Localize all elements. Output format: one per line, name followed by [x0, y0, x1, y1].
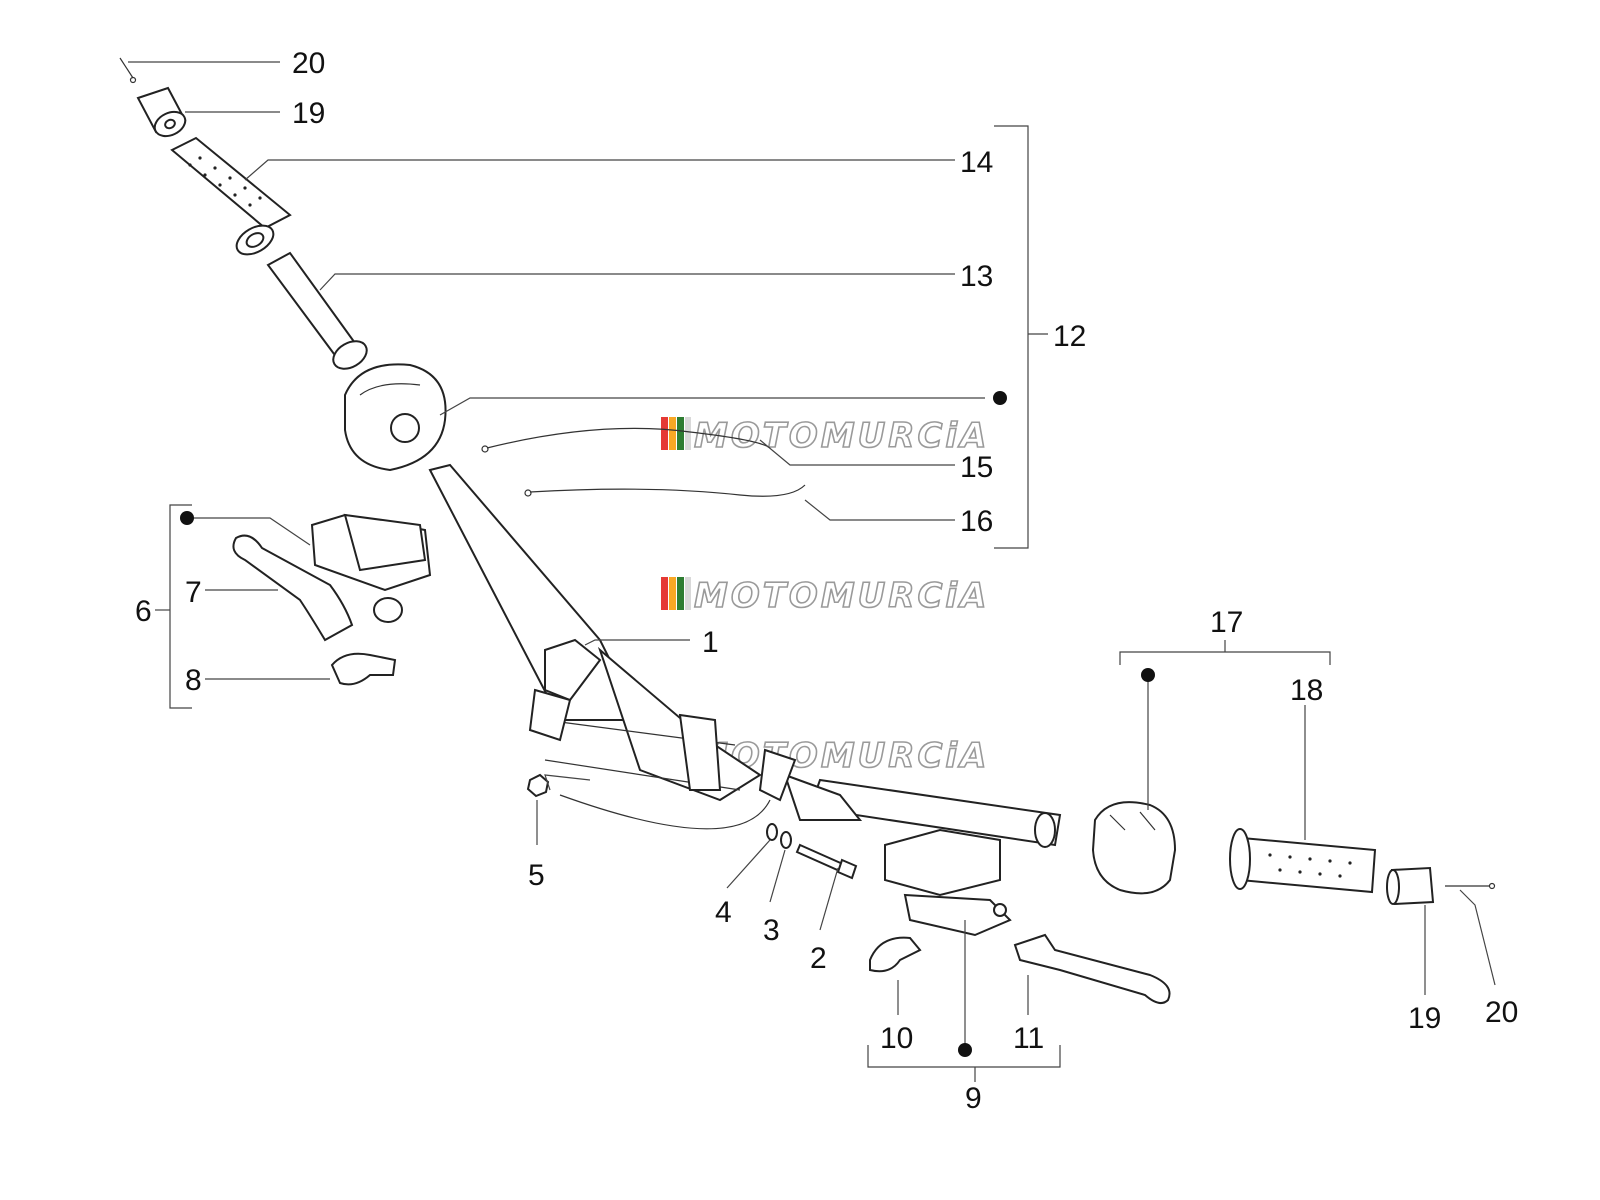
washer-4 [766, 823, 778, 841]
callout-4: 4 [715, 896, 732, 929]
left-u-clamp [330, 652, 397, 686]
callout-20-right: 20 [1485, 996, 1518, 1029]
left-brake-master-cylinder [310, 513, 432, 623]
svg-text:MOTOMURCiA: MOTOMURCiA [694, 576, 989, 616]
callout-9: 9 [965, 1082, 982, 1115]
right-bar-end-screw [1445, 882, 1496, 890]
callout-1: 1 [702, 626, 719, 659]
right-switch-housing [1091, 801, 1177, 895]
callout-7: 7 [185, 576, 202, 609]
washer-3 [780, 831, 792, 849]
callout-17: 17 [1210, 606, 1243, 639]
watermark-2: MOTOMURCiA [661, 575, 989, 617]
handlebar-tube [428, 463, 1062, 848]
left-bar-end-weight [136, 86, 187, 138]
throttle-housing [344, 363, 447, 472]
callout-16: 16 [960, 505, 993, 538]
callout-6: 6 [135, 595, 152, 628]
left-grip-inner-tube [266, 251, 368, 370]
throttle-cables [481, 427, 806, 497]
bullet-markers [180, 391, 1155, 1057]
watermark-1: MOTOMURCiA [661, 415, 989, 457]
callout-10: 10 [880, 1022, 913, 1055]
callout-19-right: 19 [1408, 1002, 1441, 1035]
nut-5 [526, 773, 550, 798]
right-brake-master-cylinder [884, 828, 1012, 937]
callout-12: 12 [1053, 320, 1086, 353]
left-bar-end-screw [119, 57, 137, 84]
callout-11: 11 [1013, 1022, 1044, 1055]
right-brake-lever [1013, 933, 1171, 1005]
leader-lines [128, 61, 1496, 1082]
callout-5: 5 [528, 859, 545, 892]
left-brake-lever [232, 534, 354, 642]
right-u-clamp [869, 936, 922, 973]
bolt [795, 843, 858, 880]
callout-15: 15 [960, 451, 993, 484]
callout-13: 13 [960, 260, 993, 293]
left-grip [170, 136, 292, 256]
callout-14: 14 [960, 146, 993, 179]
callout-18: 18 [1290, 674, 1323, 707]
callout-2: 2 [810, 942, 827, 975]
right-bar-end-weight [1386, 866, 1435, 906]
right-grip [1229, 828, 1377, 894]
svg-text:MOTOMURCiA: MOTOMURCiA [694, 416, 989, 456]
callout-8: 8 [185, 664, 202, 697]
callout-19-top: 19 [292, 97, 325, 130]
callout-3: 3 [763, 914, 780, 947]
callout-20-top: 20 [292, 47, 325, 80]
